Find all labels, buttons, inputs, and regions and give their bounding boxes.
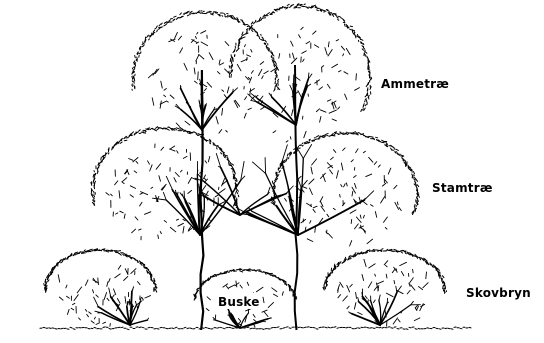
- label-nurse-tree: Ammetræ: [381, 78, 449, 90]
- edge-shrub-left: [44, 249, 157, 327]
- main-tree-layer: [91, 127, 420, 246]
- main-tree-branches: [153, 145, 374, 236]
- ground-line: [40, 326, 471, 329]
- nurse-tree-crown-right: [229, 4, 372, 142]
- main-tree-crown-left: [91, 127, 239, 240]
- nurse-tree-crown-left: [132, 11, 279, 133]
- forest-edge-layer: [44, 249, 447, 329]
- label-shrubs: Buske: [218, 296, 260, 308]
- edge-shrub-right: [323, 249, 447, 326]
- nurse-tree-layer: [132, 4, 372, 330]
- nurse-tree-trunk-right: [248, 65, 312, 330]
- label-forest-edge: Skovbryn: [466, 287, 531, 299]
- label-main-tree: Stamtræ: [432, 182, 493, 194]
